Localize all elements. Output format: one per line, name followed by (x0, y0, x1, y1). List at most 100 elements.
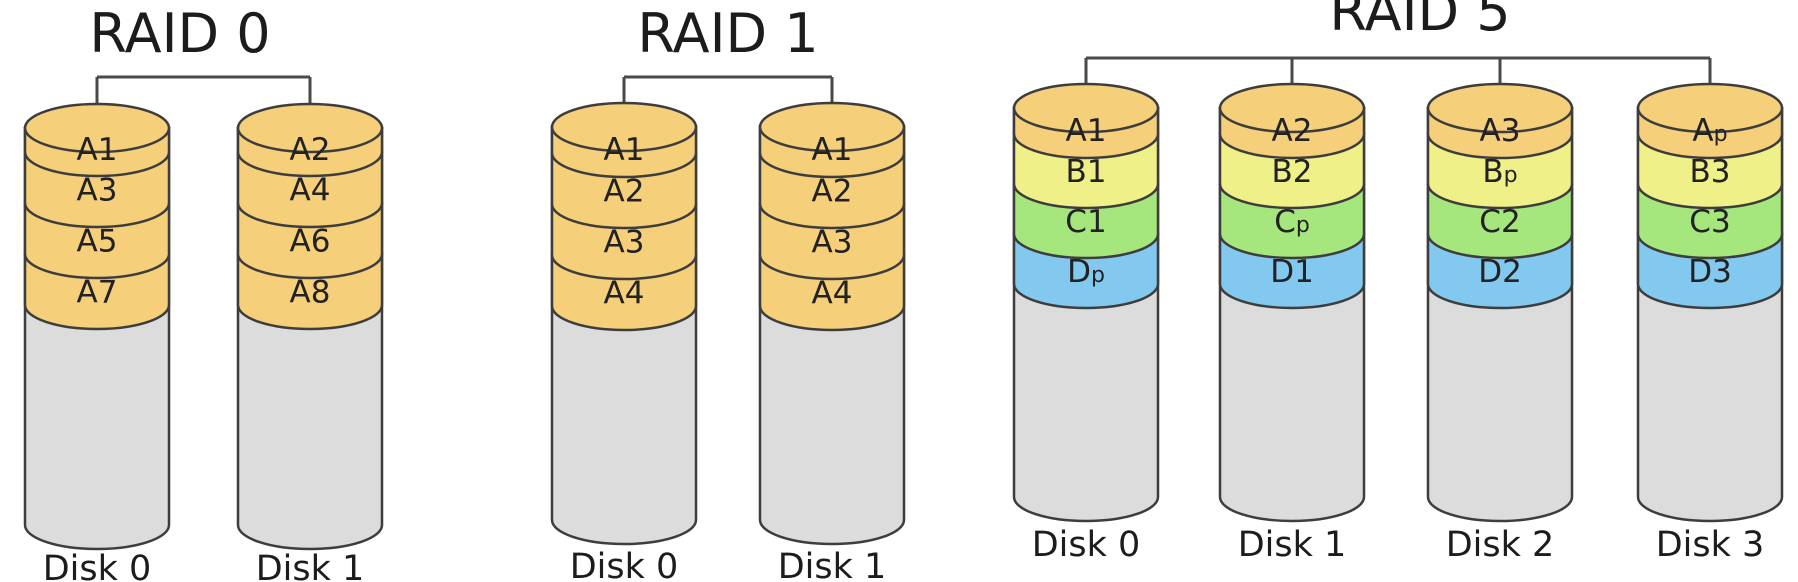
disk-top-cap (1636, 82, 1784, 134)
block-sub: p (1296, 213, 1310, 238)
array-title: RAID 5 (1329, 0, 1510, 43)
block-label: D2 (1478, 254, 1522, 290)
block-label: A3 (812, 225, 853, 261)
block-id: A (77, 224, 98, 260)
block-label: A7 (77, 275, 118, 311)
block-sub: 2 (1293, 113, 1313, 149)
block-id: D (1478, 254, 1502, 290)
block-sub: 8 (311, 275, 331, 311)
block-sub: 1 (1294, 254, 1314, 290)
disk-top-cap (550, 101, 698, 153)
block-sub: 2 (1293, 154, 1313, 190)
disk-top-cap (758, 101, 906, 153)
block-sub: 2 (311, 132, 331, 168)
block-id: B (1689, 154, 1710, 190)
disk-top-cap (23, 102, 171, 154)
disk-label: Disk 1 (1238, 525, 1347, 565)
block-sub: 6 (311, 224, 331, 260)
block-label: B3 (1689, 154, 1730, 190)
block-sub: 3 (1712, 254, 1732, 290)
block-id: A (604, 276, 625, 312)
block-sub: p (1091, 263, 1105, 288)
disk-label: Disk 1 (778, 547, 887, 582)
block-id: A (812, 276, 833, 312)
block-id: A (77, 173, 98, 209)
block-label: A4 (604, 276, 645, 312)
block-id: D (1270, 254, 1294, 290)
block-id: A (290, 173, 311, 209)
block-label: A5 (77, 224, 118, 260)
block-label: C3 (1689, 204, 1730, 240)
block-label: A2 (604, 174, 645, 210)
block-sub: 1 (1087, 204, 1107, 240)
block-id: B (1065, 154, 1086, 190)
disk-top-cap (1218, 82, 1366, 134)
block-id: B (1271, 154, 1292, 190)
block-label: A1 (604, 132, 645, 168)
block-label: Cp (1274, 204, 1310, 240)
block-id: A (812, 225, 833, 261)
block-label: Ap (1692, 113, 1727, 149)
block-sub: 2 (625, 174, 645, 210)
disk-top-cap (1012, 82, 1160, 134)
disk-label: Disk 0 (43, 549, 152, 582)
block-label: A3 (1480, 113, 1521, 149)
block-sub: 3 (833, 225, 853, 261)
block-sub: 3 (1711, 204, 1731, 240)
block-sub: 1 (1087, 154, 1107, 190)
block-sub: 4 (311, 173, 331, 209)
disk-top-cap (1426, 82, 1574, 134)
block-label: A6 (290, 224, 331, 260)
block-label: D1 (1270, 254, 1314, 290)
disk-label: Disk 0 (570, 547, 679, 582)
block-label: Bp (1482, 154, 1517, 190)
block-id: A (1272, 113, 1293, 149)
block-id: D (1688, 254, 1712, 290)
block-label: A8 (290, 275, 331, 311)
block-id: A (290, 132, 311, 168)
block-label: A1 (1066, 113, 1107, 149)
block-id: C (1065, 204, 1087, 240)
block-label: A2 (290, 132, 331, 168)
block-label: A2 (1272, 113, 1313, 149)
block-sub: 7 (98, 275, 118, 311)
block-id: A (77, 132, 98, 168)
block-id: A (290, 224, 311, 260)
block-id: B (1482, 154, 1503, 190)
block-label: C1 (1065, 204, 1106, 240)
block-label: A3 (77, 173, 118, 209)
block-id: A (77, 275, 98, 311)
disk-label: Disk 2 (1446, 525, 1555, 565)
block-sub: 3 (1501, 113, 1521, 149)
block-sub: 1 (1087, 113, 1107, 149)
block-label: A3 (604, 225, 645, 261)
block-id: A (604, 132, 625, 168)
disk-label: Disk 0 (1032, 525, 1141, 565)
block-id: A (604, 225, 625, 261)
block-id: A (812, 132, 833, 168)
block-id: A (1480, 113, 1501, 149)
block-label: A2 (812, 174, 853, 210)
block-id: A (290, 275, 311, 311)
block-id: C (1689, 204, 1711, 240)
block-label: B1 (1065, 154, 1106, 190)
block-sub: 4 (833, 276, 853, 312)
block-label: B2 (1271, 154, 1312, 190)
block-sub: 3 (625, 225, 645, 261)
block-id: D (1067, 254, 1091, 290)
disk-label: Disk 1 (256, 549, 365, 582)
block-label: Dp (1067, 254, 1105, 290)
block-sub: 2 (833, 174, 853, 210)
block-sub: 2 (1501, 204, 1521, 240)
block-sub: 1 (833, 132, 853, 168)
